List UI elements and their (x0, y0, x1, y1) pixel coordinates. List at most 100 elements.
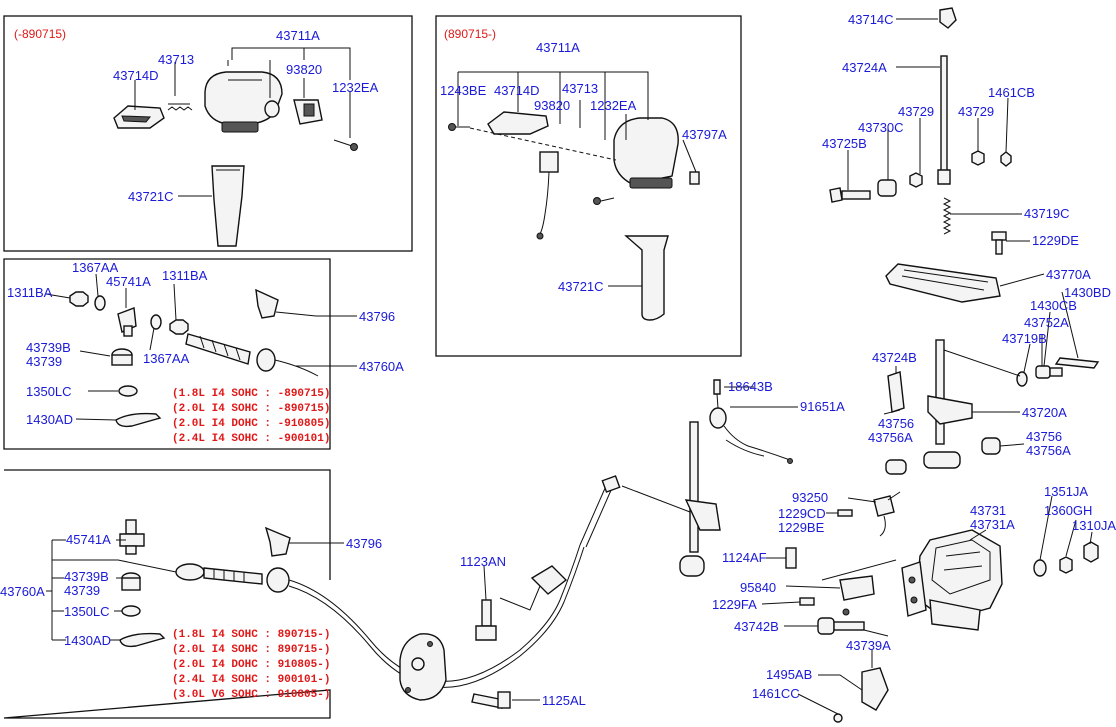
select-lever-assy (679, 421, 721, 577)
label-43719C: 43719C (1024, 206, 1070, 221)
label-93250: 93250 (792, 490, 828, 505)
knob-sleeve-late (624, 235, 669, 321)
spring-43719C (942, 197, 952, 235)
label-43714D-early: 43714D (113, 68, 159, 83)
clip-43796-early (255, 288, 279, 319)
label-43796-early: 43796 (359, 309, 395, 324)
label-43731: 43731 (970, 503, 1006, 518)
label-43721C-early: 43721C (128, 189, 174, 204)
label-43724B: 43724B (872, 350, 917, 365)
note-late-2: (2.0L I4 DOHC : 910805-) (172, 659, 330, 671)
clip-1461CC (833, 713, 843, 723)
label-1430BD: 1430BD (1064, 285, 1111, 300)
clip-43797A (689, 171, 700, 185)
label-43729-a: 43729 (898, 104, 934, 119)
label-1229FA: 1229FA (712, 597, 757, 612)
washer-1430CB (1016, 371, 1028, 387)
note-early-1: (2.0L I4 SOHC : -890715) (172, 403, 330, 415)
applicability-notes-early: (1.8L I4 SOHC : -890715) (2.0L I4 SOHC :… (172, 388, 330, 445)
cable-end-43760A (185, 333, 319, 377)
label-1430AD-early: 1430AD (26, 412, 73, 427)
note-late-0: (1.8L I4 SOHC : 890715-) (172, 629, 330, 641)
bushing-43730C (877, 179, 897, 197)
label-18643B: 18643B (728, 379, 773, 394)
label-43756A-b: 43756A (1026, 443, 1071, 458)
label-1229CD: 1229CD (778, 506, 826, 521)
spring-early (167, 103, 193, 111)
bolt-1123AN (475, 599, 497, 641)
knob-cap-early (113, 105, 165, 129)
label-43720A: 43720A (1022, 405, 1067, 420)
switch-93250 (873, 495, 895, 537)
label-93820-late: 93820 (534, 98, 570, 113)
bolt-1124AF (785, 547, 797, 569)
lever-43720A (927, 339, 1021, 445)
label-1360GH: 1360GH (1044, 503, 1092, 518)
panel-late-knob (435, 15, 742, 357)
label-43756-a: 43756 (878, 416, 914, 431)
label-45741A-early: 45741A (106, 274, 151, 289)
screw-1229FA (799, 597, 815, 606)
applicability-notes-late: (1.8L I4 SOHC : 890715-) (2.0L I4 SOHC :… (172, 629, 330, 701)
nut-1360GH (1059, 556, 1073, 574)
label-43714D-late: 43714D (494, 83, 540, 98)
label-1350LC-late: 1350LC (64, 604, 110, 619)
panel-late-knob-title: (890715-) (444, 27, 496, 41)
shift-lever-rod (579, 475, 691, 548)
note-late-1: (2.0L I4 SOHC : 890715-) (172, 644, 330, 656)
note-late-3: (2.4L I4 SOHC : 900101-) (172, 674, 330, 686)
washer-1367AA-bot (150, 314, 162, 330)
nut-1311BA-left (69, 291, 89, 307)
label-43770A: 43770A (1046, 267, 1091, 282)
bracket-43739A (861, 667, 889, 711)
label-91651A: 91651A (800, 399, 845, 414)
label-1461CB: 1461CB (988, 85, 1035, 100)
pin-43742B (817, 617, 865, 635)
nut-1311BA-right (169, 319, 189, 335)
knob-cap-43714C (939, 7, 957, 29)
label-43731A: 43731A (970, 517, 1015, 532)
label-43760A-early: 43760A (359, 359, 404, 374)
plate-43770A (885, 263, 1001, 303)
note-early-3: (2.4L I4 SOHC : -900101) (172, 433, 330, 445)
label-43796-late: 43796 (346, 536, 382, 551)
label-43729-b: 43729 (958, 104, 994, 119)
label-43719B: 43719B (1002, 331, 1047, 346)
label-43714C: 43714C (848, 12, 894, 27)
screw-early (333, 139, 358, 151)
label-1229DE: 1229DE (1032, 233, 1079, 248)
harness-91651A (709, 379, 793, 464)
label-43756A-a: 43756A (868, 430, 913, 445)
knob-sleeve-early (211, 165, 245, 247)
bushing-45741A-late (119, 519, 145, 555)
label-43721C-late: 43721C (558, 279, 604, 294)
label-43760A-late: 43760A (0, 584, 45, 599)
switch-bracket-early (293, 99, 323, 125)
label-1124AF: 1124AF (722, 550, 767, 565)
label-1232EA-late: 1232EA (590, 98, 637, 113)
panel-early-knob (3, 15, 413, 252)
screw-1232EA-late (593, 197, 615, 205)
nut-43729b (971, 150, 985, 166)
pin-1430BD (1054, 357, 1100, 369)
shift-knob-late (613, 117, 679, 189)
panel-early-knob-title: (-890715) (14, 27, 66, 41)
screw-1243BE (448, 123, 470, 131)
label-1311BA-left: 1311BA (7, 285, 53, 300)
label-43752A: 43752A (1024, 315, 1069, 330)
bolt-1229DE (991, 231, 1007, 255)
label-1495AB: 1495AB (766, 667, 812, 682)
label-43730C: 43730C (858, 120, 904, 135)
label-43742B: 43742B (734, 619, 779, 634)
washer-1351JA (1033, 559, 1047, 577)
label-1123AN: 1123AN (460, 554, 506, 569)
label-43713-late: 43713 (562, 81, 598, 96)
washer-1350LC-late (121, 605, 141, 617)
label-1243BE: 1243BE (440, 83, 487, 98)
washer-1350LC-early (118, 385, 138, 397)
panel-cable-early (3, 258, 331, 450)
bolt-1125AL (471, 691, 511, 709)
nut-1310JA (1083, 541, 1099, 563)
label-1229BE: 1229BE (778, 520, 825, 535)
